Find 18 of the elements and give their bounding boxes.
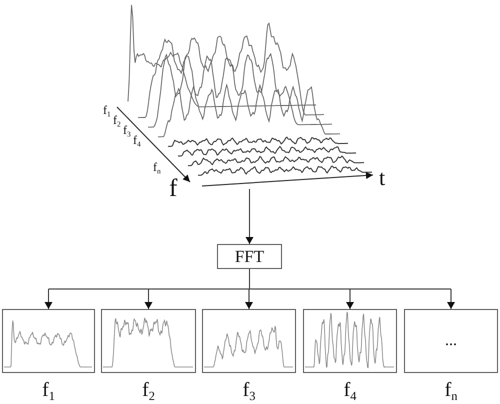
frequency-label: f$_{1}$ (103, 104, 111, 116)
frequency-label: f$_{3}$ (242, 380, 256, 400)
ellipsis-text: ... (445, 333, 457, 349)
arrow (448, 288, 454, 310)
frequency-label: f$_{1}$ (42, 380, 55, 400)
process-box (217, 244, 282, 269)
arrow (246, 188, 253, 244)
frequency-label: f$_{n}$ (444, 380, 458, 400)
arrow (145, 288, 152, 310)
axis-label: t (379, 167, 386, 189)
arrow (246, 288, 252, 310)
arrow (45, 288, 52, 310)
plot-frame (404, 309, 498, 373)
process-label: FFT (234, 248, 264, 265)
arrow (346, 288, 354, 310)
frequency-label: f$_{2}$ (142, 380, 155, 400)
frequency-label: f$_{4}$ (344, 380, 356, 400)
connector-line (48, 268, 452, 290)
